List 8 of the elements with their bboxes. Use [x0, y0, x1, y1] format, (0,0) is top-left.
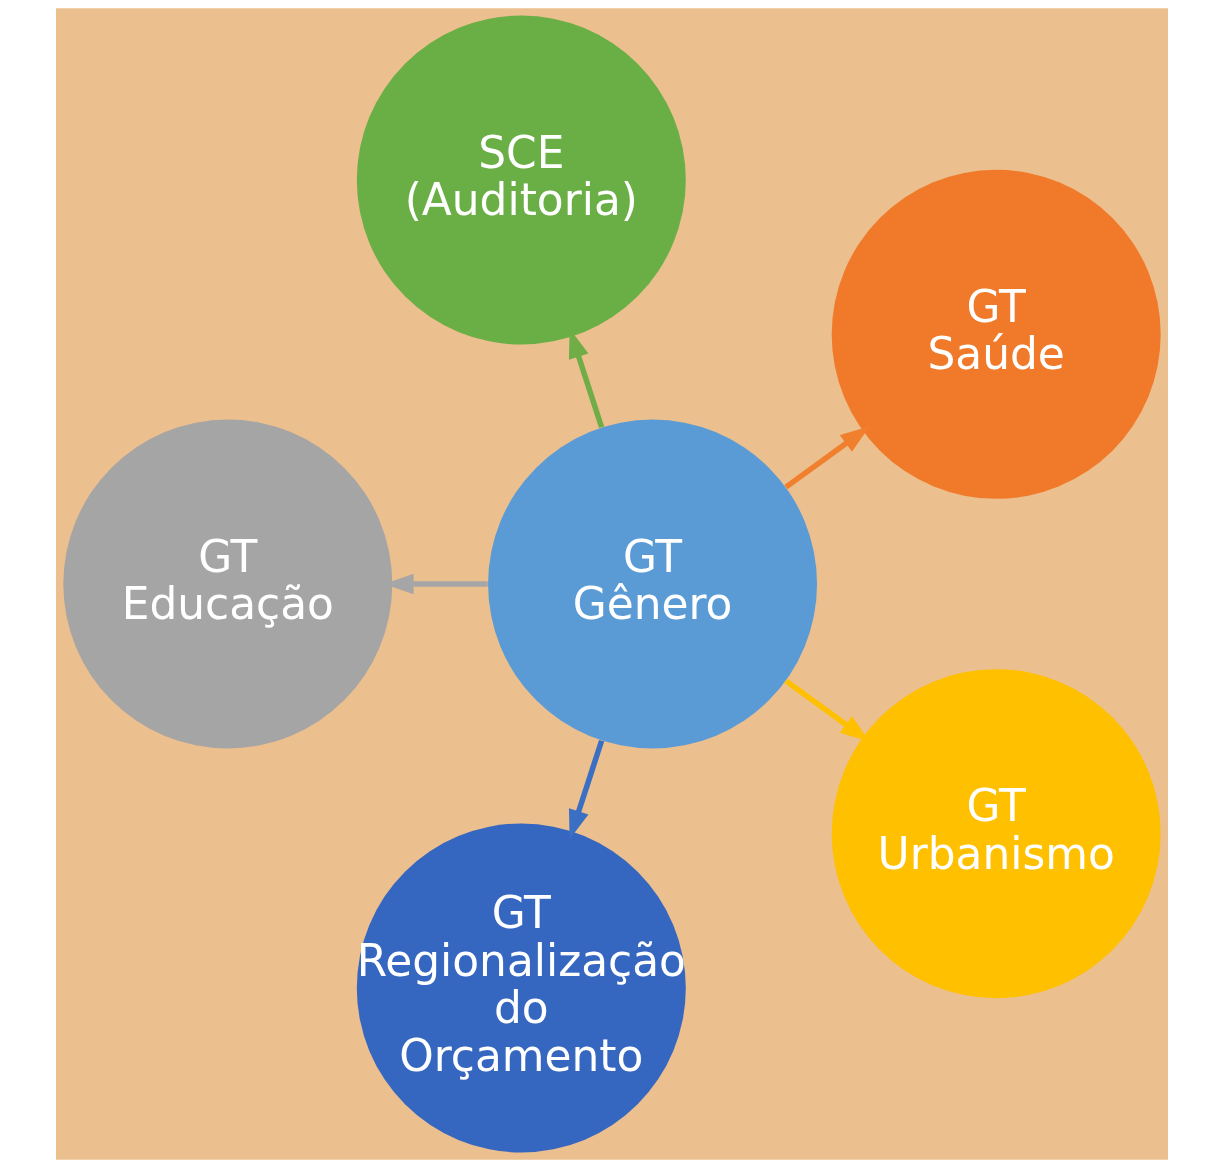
node-circle: GT Educação — [63, 419, 393, 749]
node-circle: GT Saúde — [831, 169, 1161, 499]
arrow — [568, 739, 605, 840]
node-circle: GT Gênero — [488, 419, 818, 749]
node-circle: GT Regionalização do Orçamento — [356, 823, 686, 1153]
node-circle: SCE (Auditoria) — [356, 15, 686, 345]
node-circle: GT Urbanismo — [831, 669, 1161, 999]
arrow — [568, 328, 605, 429]
